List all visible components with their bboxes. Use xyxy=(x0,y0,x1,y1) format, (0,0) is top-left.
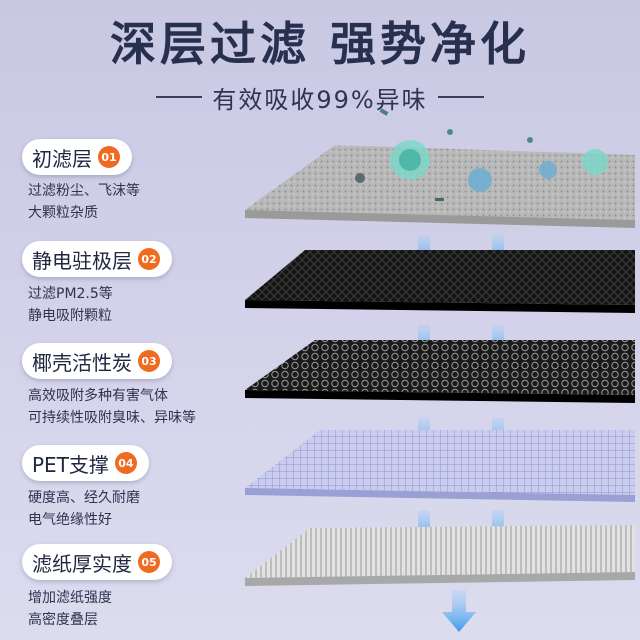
desc-line: 增加滤纸强度 xyxy=(28,590,112,606)
layer-badge: 03 xyxy=(138,350,160,372)
layer-2-electret-sheet xyxy=(245,250,635,313)
layer-desc-4: 硬度高、经久耐磨 电气绝缘性好 xyxy=(28,487,140,531)
desc-line: 过滤PM2.5等 xyxy=(28,286,113,302)
layer-name: PET支撑 xyxy=(32,452,109,477)
desc-line: 高密度叠层 xyxy=(28,612,98,628)
desc-line: 硬度高、经久耐磨 xyxy=(28,490,140,506)
layer-card-2: 静电驻极层 02 xyxy=(22,241,172,277)
layer-badge: 04 xyxy=(114,452,137,474)
right-dash xyxy=(437,96,484,98)
down-arrow-icon xyxy=(442,590,476,632)
desc-line: 静电吸附颗粒 xyxy=(28,308,112,324)
desc-line: 电气绝缘性好 xyxy=(28,512,112,528)
subtitle-row: 有效吸收99%异味 xyxy=(0,80,640,114)
layer-4-pet-support-sheet xyxy=(245,430,635,502)
desc-line: 可持续性吸附臭味、异味等 xyxy=(28,410,196,426)
layer-desc-3: 高效吸附多种有害气体 可持续性吸附臭味、异味等 xyxy=(28,385,196,429)
layer-name: 静电驻极层 xyxy=(32,248,132,273)
filter-layers-illustration xyxy=(245,108,635,632)
layer-name: 初滤层 xyxy=(32,146,92,171)
layer-card-4: PET支撑 04 xyxy=(22,445,149,481)
page-title: 深层过滤 强势净化 xyxy=(109,17,530,71)
layer-desc-2: 过滤PM2.5等 静电吸附颗粒 xyxy=(28,283,113,327)
layer-name: 椰壳活性炭 xyxy=(32,350,132,375)
layer-badge: 05 xyxy=(138,551,160,573)
layer-desc-5: 增加滤纸强度 高密度叠层 xyxy=(28,587,112,631)
left-dash xyxy=(156,96,203,98)
layer-card-5: 滤纸厚实度 05 xyxy=(22,544,172,580)
layer-badge: 02 xyxy=(138,248,160,270)
layer-name: 滤纸厚实度 xyxy=(32,551,132,576)
layer-1-primary-filter-sheet xyxy=(245,108,635,228)
layer-card-1: 初滤层 01 xyxy=(22,139,132,175)
layer-badge: 01 xyxy=(98,146,120,168)
desc-line: 大颗粒杂质 xyxy=(28,205,98,221)
layer-desc-1: 过滤粉尘、飞沫等 大颗粒杂质 xyxy=(28,180,140,224)
page-subtitle: 有效吸收99%异味 xyxy=(212,85,428,114)
layer-3-activated-carbon-sheet xyxy=(245,340,635,403)
desc-line: 高效吸附多种有害气体 xyxy=(28,388,168,404)
layer-card-3: 椰壳活性炭 03 xyxy=(22,343,172,379)
layer-5-filter-paper-sheet xyxy=(245,525,635,586)
desc-line: 过滤粉尘、飞沫等 xyxy=(28,183,140,199)
